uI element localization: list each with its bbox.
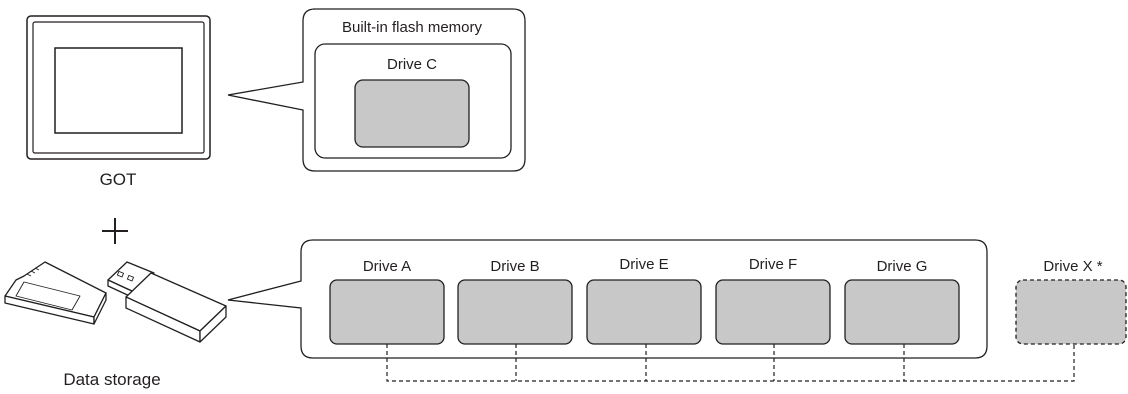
drive-e-label: Drive E (619, 256, 669, 273)
drive-b-label: Drive B (490, 258, 540, 275)
drive-a-box (329, 279, 445, 345)
storage-drive-boxes (329, 279, 960, 345)
plus-sign (102, 218, 128, 244)
drive-connector-lines (386, 344, 1075, 382)
builtin-memory-title: Built-in flash memory (341, 19, 483, 36)
sd-card-icon (4, 261, 107, 325)
drive-c-label: Drive C (386, 56, 438, 73)
drive-f-label: Drive F (748, 256, 798, 273)
drive-g-label: Drive G (876, 258, 928, 275)
drive-x-box (1015, 279, 1127, 345)
drive-b-box (457, 279, 573, 345)
drive-x-label: Drive X * (1043, 258, 1103, 275)
drive-g-box (844, 279, 960, 345)
drive-e-box (586, 279, 702, 345)
usb-drive-icon (107, 261, 227, 343)
got-screen-icon (26, 15, 211, 160)
got-label: GOT (99, 170, 137, 189)
data-storage-label: Data storage (63, 370, 161, 389)
drive-a-label: Drive A (362, 258, 412, 275)
drive-f-box (715, 279, 831, 345)
drive-c-box (354, 79, 470, 148)
